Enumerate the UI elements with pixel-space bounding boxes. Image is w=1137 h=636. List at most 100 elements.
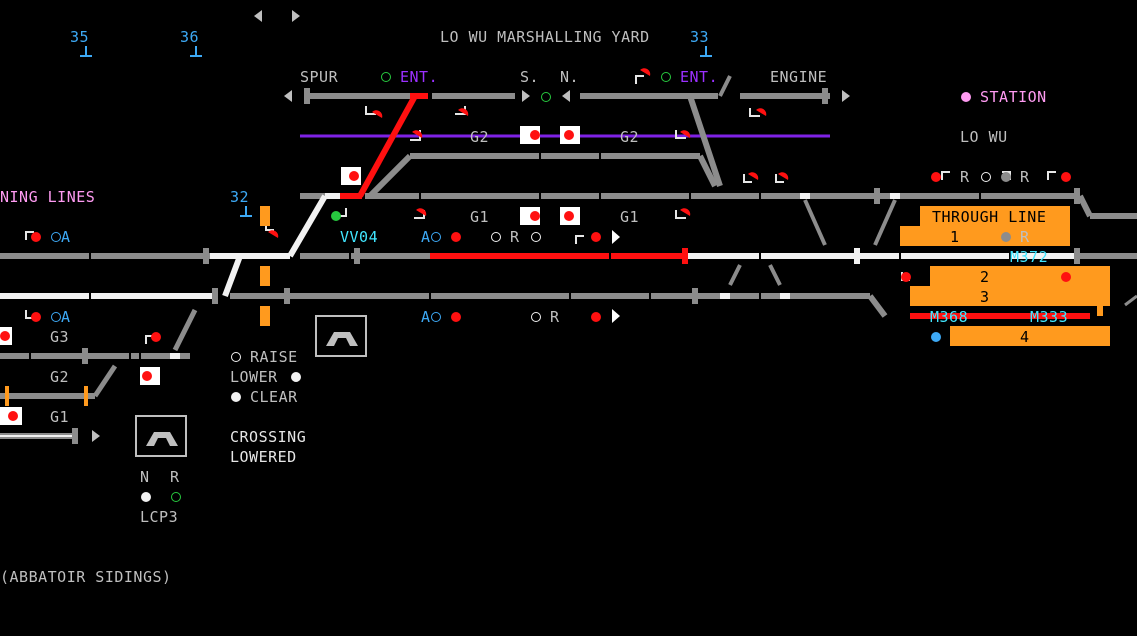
- s-n-ring[interactable]: [541, 92, 551, 102]
- clear-label: CLEAR: [250, 388, 298, 406]
- signal-box-8[interactable]: [0, 407, 22, 425]
- station-legend-label: STATION: [980, 88, 1047, 106]
- clear-lamp: [231, 392, 241, 402]
- route-ring[interactable]: [981, 172, 991, 182]
- ent-left-ring[interactable]: [381, 72, 391, 82]
- signal-36-label: 36: [180, 28, 200, 46]
- signal-lamp-red[interactable]: [151, 332, 161, 342]
- route-label: R: [1020, 168, 1030, 186]
- raise-ring: [231, 352, 241, 362]
- signal-box-3[interactable]: [560, 126, 580, 144]
- g2-crossover-left: [367, 153, 413, 199]
- signal-35-label: 35: [70, 28, 90, 46]
- crossing-gate-3: [260, 306, 270, 326]
- signal-lamp-red[interactable]: [591, 232, 601, 242]
- running-lines-label: NING LINES: [0, 188, 96, 206]
- signal-lamp-grey[interactable]: [1001, 172, 1011, 182]
- spur-label: SPUR: [300, 68, 339, 86]
- route-ring[interactable]: [531, 232, 541, 242]
- engine-label: ENGINE: [770, 68, 828, 86]
- signal-box-1[interactable]: [341, 167, 361, 185]
- signal-box-5[interactable]: [560, 207, 580, 225]
- g2-siding-label: G2: [50, 368, 70, 386]
- g2-crossover-right-b: [697, 154, 718, 188]
- g1-label-b: G1: [620, 208, 640, 226]
- platform-4: [950, 326, 1110, 346]
- signal-lamp-red[interactable]: [451, 312, 461, 322]
- g1-label-a: G1: [470, 208, 490, 226]
- crossing-gate-2: [260, 266, 270, 286]
- platform-2: [930, 266, 1110, 286]
- platform-1-label: 1: [950, 228, 960, 246]
- signal-lamp-green[interactable]: [331, 211, 341, 221]
- crossing-status-line2: LOWERED: [230, 448, 297, 466]
- lower-lamp: [291, 372, 301, 382]
- signal-lamp-red[interactable]: [451, 232, 461, 242]
- signal-lamp-red[interactable]: [591, 312, 601, 322]
- auto-ring[interactable]: [51, 232, 61, 242]
- auto-label[interactable]: A: [421, 308, 431, 326]
- lcp3-r-label: R: [170, 468, 180, 486]
- signal-lamp-red[interactable]: [901, 272, 911, 282]
- platform-1: [900, 226, 1070, 246]
- g1-siding-label: G1: [50, 408, 70, 426]
- station-legend-dot: [961, 92, 971, 102]
- signal-lamp-red[interactable]: [1061, 172, 1071, 182]
- train-id-m372[interactable]: M372: [1010, 248, 1049, 266]
- platform-4-label: 4: [1020, 328, 1030, 346]
- signal-lamp-red[interactable]: [1061, 272, 1071, 282]
- auto-ring[interactable]: [51, 312, 61, 322]
- route-ring[interactable]: [491, 232, 501, 242]
- route-occupied-diagonal: [357, 94, 418, 198]
- route-label: R: [510, 228, 520, 246]
- auto-label[interactable]: A: [421, 228, 431, 246]
- s-label: S.: [520, 68, 540, 86]
- through-line-label: THROUGH LINE: [932, 208, 1047, 226]
- signal-33-label: 33: [690, 28, 710, 46]
- through-line-platform: [920, 206, 1070, 226]
- route-label: R: [550, 308, 560, 326]
- train-id-m333[interactable]: M333: [1030, 308, 1069, 326]
- lo-wu-label: LO WU: [960, 128, 1008, 146]
- signal-lamp-red[interactable]: [31, 312, 41, 322]
- auto-ring[interactable]: [431, 312, 441, 322]
- siding-marker-1: [5, 386, 9, 406]
- signal-32-label: 32: [230, 188, 250, 206]
- abbatoir-sidings-label: (ABBATOIR SIDINGS): [0, 568, 172, 586]
- platform-3: [910, 286, 1080, 306]
- auto-label[interactable]: A: [61, 228, 71, 246]
- g2-crossover-right: [687, 95, 723, 187]
- signal-box-2[interactable]: [520, 126, 540, 144]
- crossing-gate-1: [260, 206, 270, 226]
- g2-label-b: G2: [620, 128, 640, 146]
- signal-lamp-orange[interactable]: [1091, 292, 1101, 302]
- ent-left-label[interactable]: ENT.: [400, 68, 439, 86]
- vv04-label: VV04: [340, 228, 379, 246]
- signal-lamp-blue[interactable]: [931, 332, 941, 342]
- lcp3-n-lamp[interactable]: [141, 492, 151, 502]
- signal-box-6[interactable]: [0, 327, 12, 345]
- signal-box-7[interactable]: [140, 367, 160, 385]
- lcp3-r-ring[interactable]: [171, 492, 181, 502]
- raise-label: RAISE: [250, 348, 298, 366]
- signal-box-4[interactable]: [520, 207, 540, 225]
- auto-label[interactable]: A: [61, 308, 71, 326]
- lcp3-n-label: N: [140, 468, 150, 486]
- yard-title: LO WU MARSHALLING YARD: [440, 28, 650, 46]
- auto-ring[interactable]: [431, 232, 441, 242]
- lower-label: LOWER: [230, 368, 278, 386]
- ent-right-label[interactable]: ENT.: [680, 68, 719, 86]
- route-ring[interactable]: [531, 312, 541, 322]
- lcp3-label: LCP3: [140, 508, 179, 526]
- siding-marker-2: [84, 386, 88, 406]
- signal-lamp-red[interactable]: [931, 172, 941, 182]
- train-id-m368[interactable]: M368: [930, 308, 969, 326]
- signal-lamp-red[interactable]: [31, 232, 41, 242]
- ent-right-ring[interactable]: [661, 72, 671, 82]
- n-label: N.: [560, 68, 580, 86]
- g2-label-a: G2: [470, 128, 490, 146]
- route-label: R: [960, 168, 970, 186]
- platform-3-label: 3: [980, 288, 990, 306]
- signal-lamp-grey[interactable]: [1001, 232, 1011, 242]
